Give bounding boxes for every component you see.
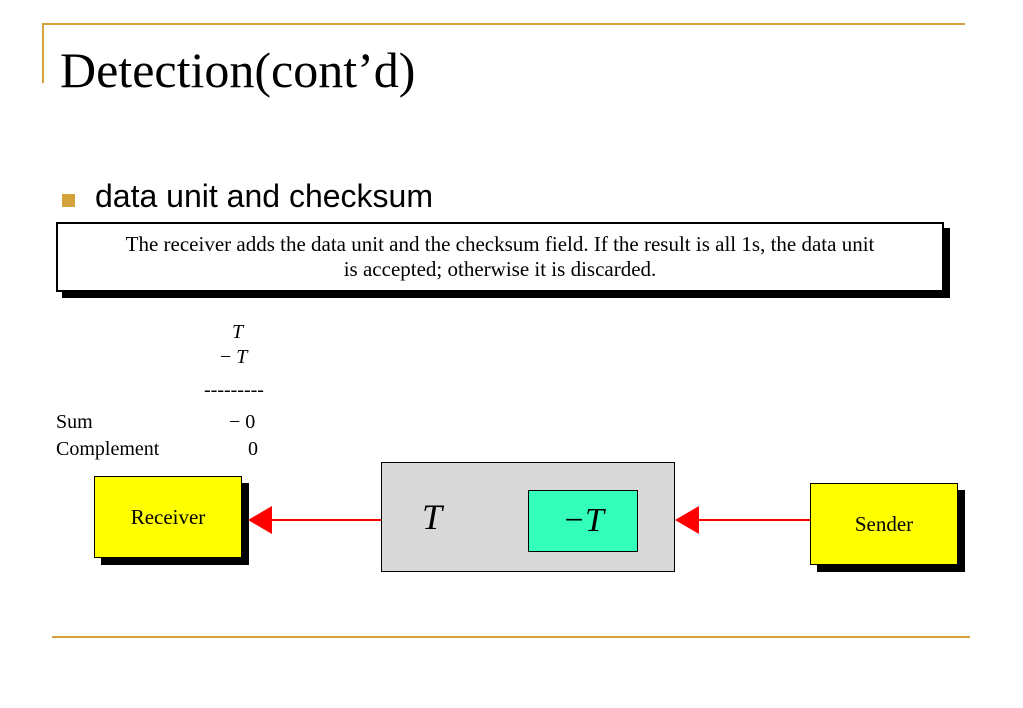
bullet-square-icon: [62, 194, 75, 207]
rule-note-text: The receiver adds the data unit and the …: [125, 232, 875, 281]
rule-note-box: The receiver adds the data unit and the …: [56, 222, 944, 292]
calc-minus-t-var: T: [236, 346, 248, 368]
sum-value: − 0: [229, 411, 256, 433]
complement-label: Complement: [56, 438, 160, 460]
top-rule: [42, 23, 965, 25]
calc-line-minus-t: − T: [220, 345, 247, 369]
checksum-box: −T: [528, 490, 638, 552]
arrow-to-receiver-line: [268, 519, 381, 521]
data-unit-label: T: [422, 497, 443, 537]
slide-title: Detection(cont’d): [60, 42, 416, 98]
calc-divider: ---------: [204, 379, 264, 401]
title-accent-rule: [42, 23, 44, 83]
calc-line-t: T: [232, 321, 244, 343]
bottom-rule: [52, 636, 970, 638]
bullet-text: data unit and checksum: [95, 178, 433, 214]
sum-label: Sum: [56, 411, 93, 433]
arrow-from-sender-line: [695, 519, 810, 521]
sender-box: Sender: [810, 483, 958, 565]
data-unit-box: T −T: [381, 462, 675, 572]
receiver-box: Receiver: [94, 476, 242, 558]
complement-value: 0: [248, 438, 258, 460]
calc-minus-sign: −: [220, 346, 232, 368]
